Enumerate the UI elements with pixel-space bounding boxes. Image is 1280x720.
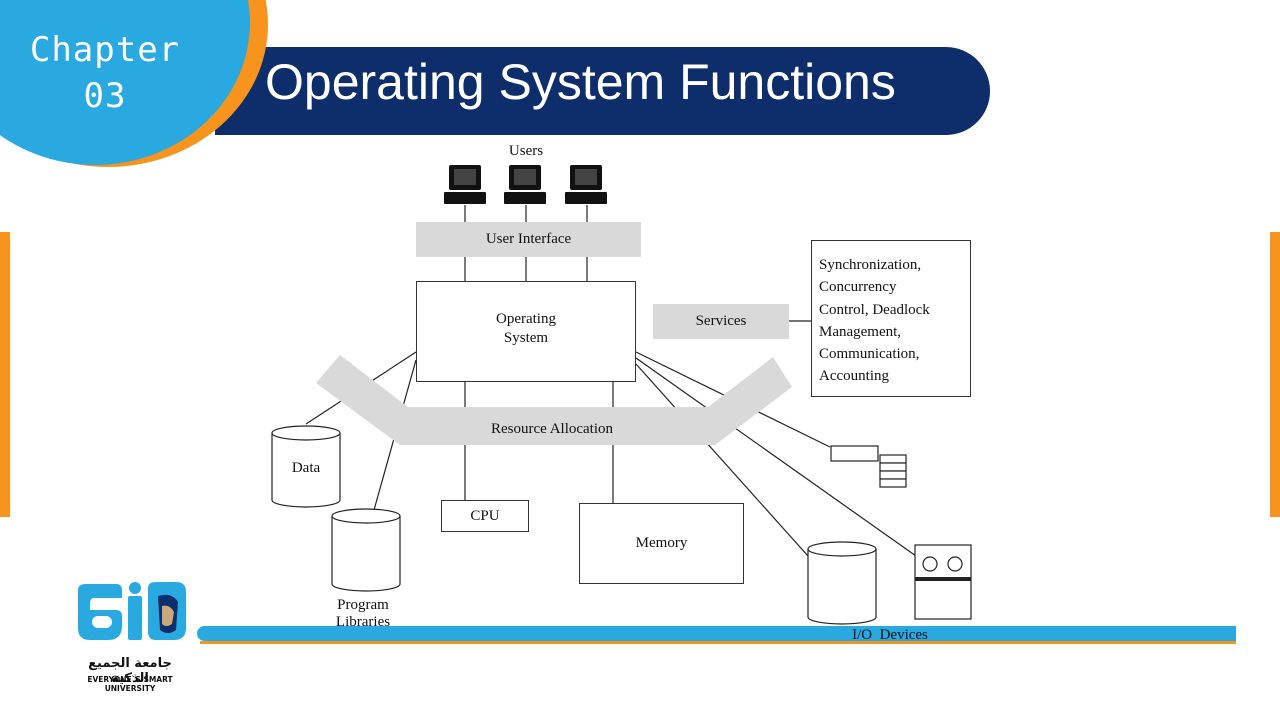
os-label-line1: Operating — [496, 311, 556, 327]
cpu-box: CPU — [441, 500, 529, 532]
logo-tagline: EVERYONE`S SMART UNIVERSITY — [87, 675, 173, 693]
user-terminal-icon — [504, 165, 546, 204]
bottom-stripe — [197, 626, 1236, 641]
right-accent-bar — [1270, 232, 1280, 517]
io-disk-cylinder — [807, 541, 877, 625]
cpu-label: CPU — [470, 507, 500, 524]
services-detail-line: Accounting — [819, 368, 889, 385]
services-detail-line: Control, Deadlock — [819, 301, 930, 318]
resource-allocation-label: Resource Allocation — [490, 421, 614, 437]
io-tape-drive — [914, 544, 972, 620]
program-libraries-line1: Program — [337, 597, 389, 613]
io-stacked-device — [879, 454, 907, 488]
user-interface-label: User Interface — [485, 231, 572, 247]
io-devices-label: I/O Devices — [852, 627, 928, 643]
io-small-device — [830, 445, 879, 462]
services-box: Services — [653, 304, 789, 339]
user-interface-box: User Interface — [416, 222, 641, 257]
program-libraries-cylinder — [331, 508, 401, 592]
services-detail-line: Synchronization, — [819, 257, 922, 273]
title-band — [215, 47, 990, 135]
services-detail-line: Concurrency — [819, 279, 897, 296]
page-title: Operating System Functions — [265, 54, 896, 110]
chapter-number: 03 — [83, 76, 127, 116]
services-detail-line: Management, — [819, 323, 902, 340]
university-logo-icon — [78, 582, 186, 640]
services-label: Services — [695, 313, 747, 329]
user-terminal-icon — [444, 165, 486, 204]
data-label: Data — [291, 460, 321, 476]
users-label: Users — [508, 143, 544, 159]
memory-label: Memory — [635, 535, 688, 551]
user-terminal-icon — [565, 165, 607, 204]
os-label-line2: System — [503, 330, 549, 346]
data-cylinder — [271, 425, 341, 508]
logo-arabic-name: جامعة الجميع الذكية — [88, 656, 172, 686]
chapter-word: Chapter — [29, 30, 181, 70]
left-accent-bar — [0, 232, 10, 517]
resource-allocation-band — [316, 355, 792, 445]
operating-system-box: Operating System — [416, 281, 636, 382]
services-details-box: Synchronization, Concurrency Control, De… — [811, 240, 971, 397]
bottom-stripe-shadow — [200, 641, 1236, 644]
memory-box: Memory — [579, 503, 744, 584]
services-detail-line: Communication, — [819, 346, 920, 363]
